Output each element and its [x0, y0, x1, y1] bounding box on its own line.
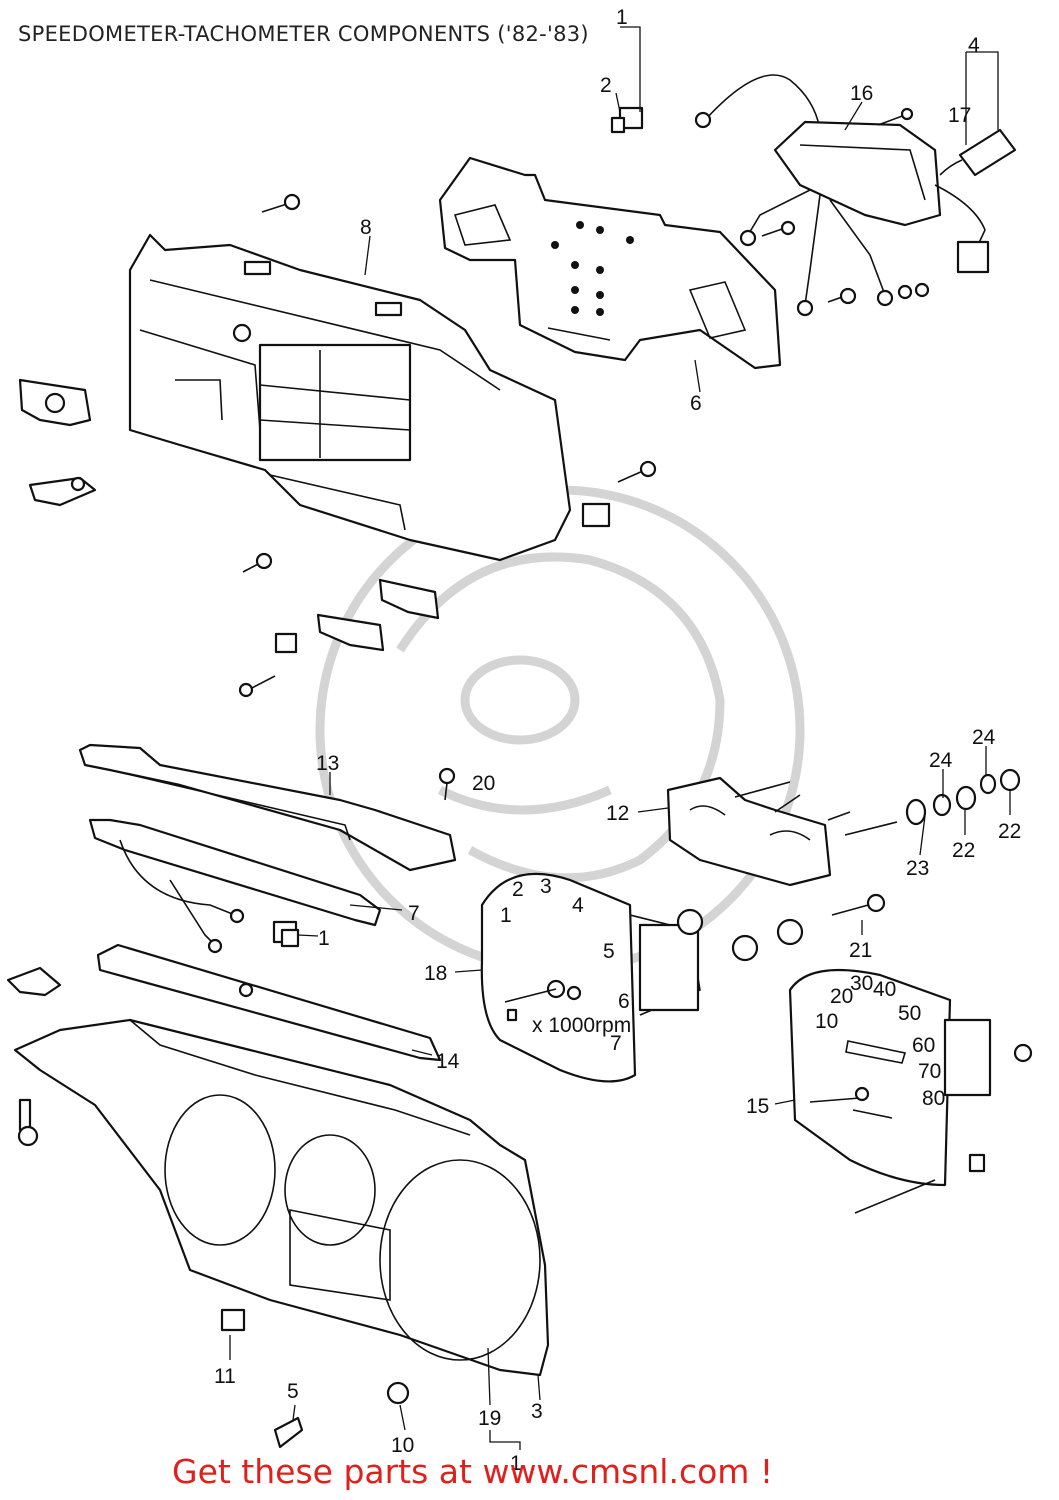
small-screws: [238, 107, 930, 698]
callout-5: 5: [287, 1380, 299, 1403]
callout-20: 20: [472, 772, 495, 795]
callout-1-top: 1: [616, 6, 628, 29]
callout-1-mid: 1: [318, 927, 330, 950]
callout-16: 16: [850, 82, 873, 105]
callout-19: 19: [478, 1407, 501, 1430]
callout-21: 21: [849, 939, 872, 962]
callout-7: 7: [408, 902, 420, 925]
meter-visor-part-19: [13, 1018, 550, 1449]
callout-1-bottom: 1: [510, 1452, 522, 1475]
diagram-title: SPEEDOMETER-TACHOMETER COMPONENTS ('82-'…: [18, 22, 589, 46]
meter-case-part-8: [128, 233, 572, 562]
fuel-temp-gauge-part-12: [666, 776, 898, 887]
callout-10: 10: [391, 1434, 414, 1457]
callout-24-right: 24: [972, 726, 996, 749]
callout-14: 14: [436, 1050, 460, 1073]
speedo-number-60: 60: [912, 1034, 935, 1057]
tach-number-7: 7: [610, 1032, 622, 1055]
callout-6: 6: [690, 392, 702, 415]
screw-part-21: [831, 893, 886, 916]
tach-number-6: 6: [618, 990, 630, 1013]
callout-3: 3: [531, 1400, 543, 1423]
plate-part-13: [78, 743, 457, 872]
printed-circuit-part-6: [438, 156, 782, 370]
callout-12: 12: [606, 802, 629, 825]
plate-part-7: [88, 818, 382, 954]
tachometer-part-18: x 1000rpm 1 2 3 4 5 6 7: [480, 872, 804, 1083]
callout-17: 17: [948, 104, 971, 127]
callout-11: 11: [214, 1365, 236, 1388]
callout-23: 23: [906, 857, 929, 880]
callout-4: 4: [968, 34, 980, 57]
callout-8: 8: [360, 216, 372, 239]
connector-part-2: [610, 106, 644, 134]
tach-number-2: 2: [512, 878, 524, 901]
tach-caption: x 1000rpm: [532, 1014, 631, 1037]
callout-13: 13: [316, 752, 339, 775]
footer-link[interactable]: Get these parts at www.cmsnl.com !: [172, 1452, 774, 1491]
tach-number-5: 5: [603, 940, 615, 963]
panel-part-14: [6, 943, 442, 1062]
speedo-number-80: 80: [922, 1087, 945, 1110]
speedo-number-30: 30: [850, 972, 873, 995]
speedo-number-20: 20: [830, 985, 853, 1008]
callout-24-left: 24: [929, 749, 953, 772]
screw-part-20: [438, 767, 456, 801]
tach-number-3: 3: [540, 875, 552, 898]
speedo-number-10: 10: [815, 1010, 838, 1033]
speedometer-part-15: 10 20 30 40 50 60 70 80: [788, 968, 1033, 1214]
brackets: [18, 378, 611, 654]
callout-15: 15: [746, 1095, 769, 1118]
speedo-number-40: 40: [873, 978, 896, 1001]
wire-harness-part-16: [694, 74, 1017, 317]
leader-lines: [229, 26, 1011, 1450]
connector-part-1: [272, 920, 300, 948]
callout-18: 18: [424, 962, 447, 985]
washers-nuts: [905, 768, 1021, 826]
tach-number-4: 4: [572, 894, 584, 917]
speedo-number-50: 50: [898, 1002, 921, 1025]
callout-22-left: 22: [952, 839, 975, 862]
callout-2: 2: [600, 74, 612, 97]
speedo-number-70: 70: [918, 1060, 941, 1083]
tach-number-1: 1: [500, 904, 512, 927]
callout-22-right: 22: [998, 820, 1021, 843]
callout-labels: 1 2 4 16 17 8 6 13 20 12 24 24 23 22 22 …: [214, 6, 1021, 1475]
